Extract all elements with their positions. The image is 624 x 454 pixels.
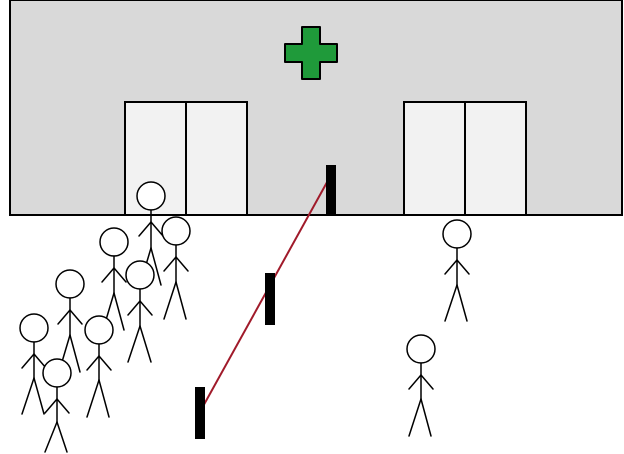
barrier-post xyxy=(265,273,275,325)
stick-figure-icon xyxy=(406,334,436,437)
stick-figure-icon xyxy=(161,216,191,320)
stick-figure-icon xyxy=(442,219,472,322)
queue-barrier xyxy=(195,165,336,439)
building xyxy=(9,0,623,216)
stick-figure-icon xyxy=(42,358,72,453)
barrier-post xyxy=(195,387,205,439)
stick-figure-icon xyxy=(19,313,49,415)
right-door-leaf xyxy=(185,101,248,216)
stick-figure-icon xyxy=(99,227,129,331)
stick-figure-icon xyxy=(125,260,155,363)
stick-figure-icon xyxy=(55,269,85,373)
right-door-leaf xyxy=(464,101,527,216)
left-entrance-double-door xyxy=(124,101,248,216)
right-entrance-double-door xyxy=(403,101,527,216)
people xyxy=(19,181,472,453)
barrier-post xyxy=(326,165,336,215)
medical-cross-icon xyxy=(284,26,338,80)
left-door-leaf xyxy=(403,101,466,216)
stick-figure-icon xyxy=(84,315,114,418)
